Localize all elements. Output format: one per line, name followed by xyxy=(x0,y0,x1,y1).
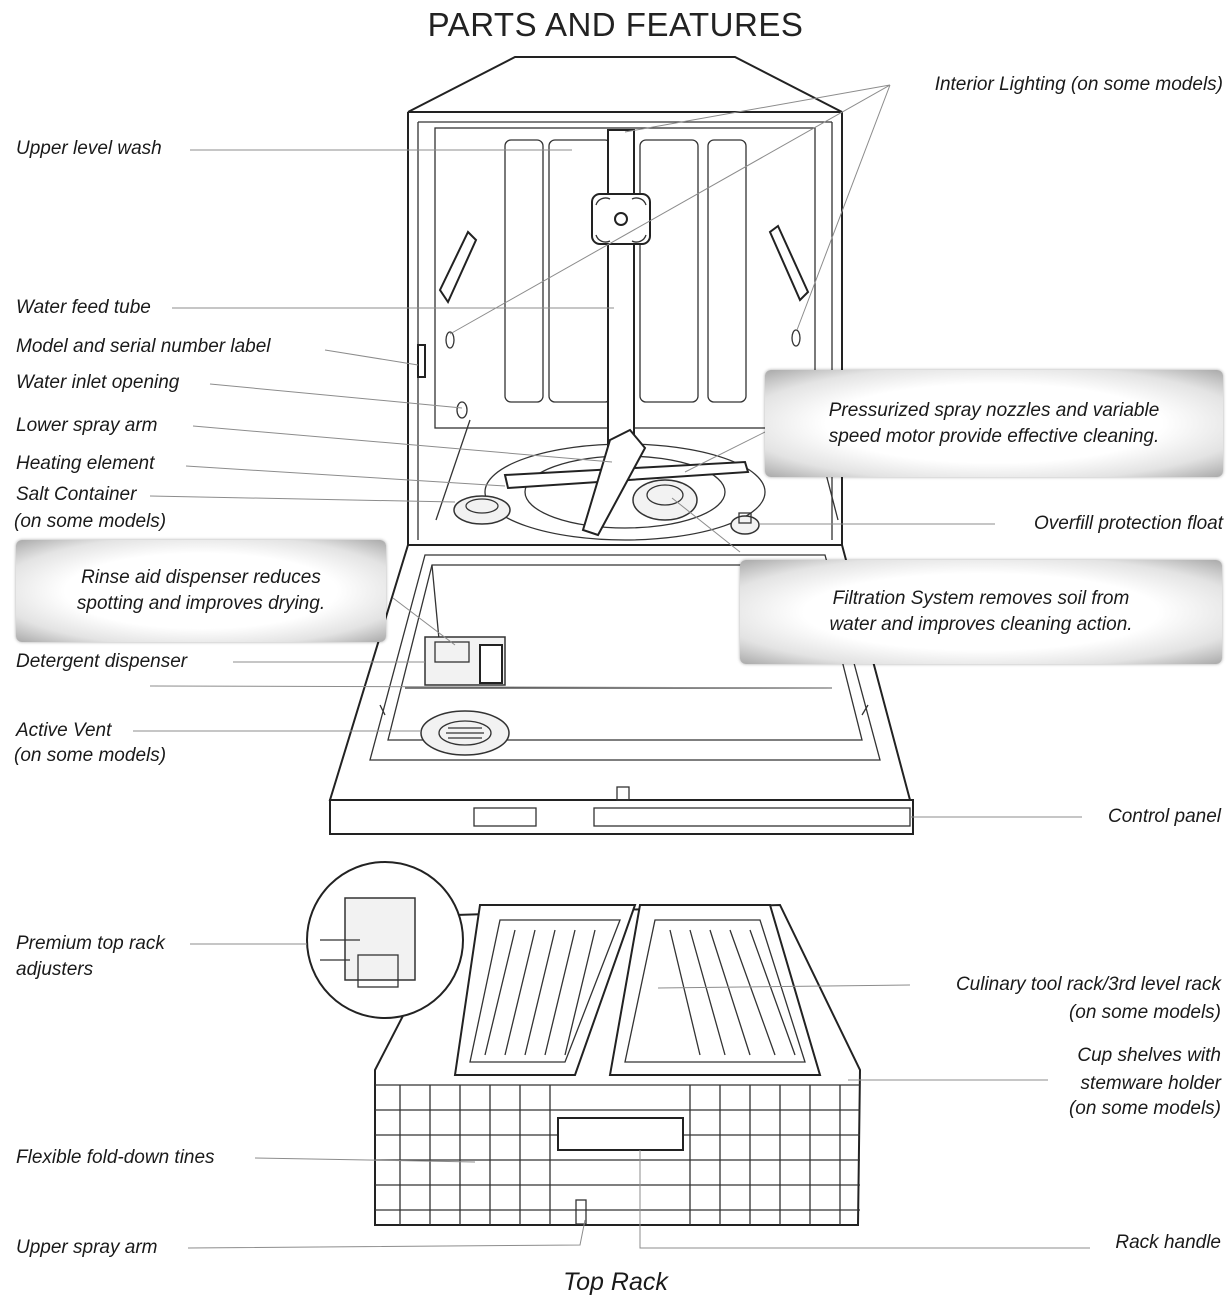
callout-spray-line-1: Pressurized spray nozzles and variable xyxy=(828,399,1160,421)
label-detergent-dispenser: Detergent dispenser xyxy=(16,651,188,672)
label-lower-spray-arm: Lower spray arm xyxy=(16,415,158,436)
label-cup-shelves-note: (on some models) xyxy=(1068,1098,1221,1119)
callout-rinse-aid: Rinse aid dispenser reduces spotting and… xyxy=(16,540,386,642)
label-water-feed-tube: Water feed tube xyxy=(16,297,151,318)
label-salt-container-note: (on some models) xyxy=(14,511,167,532)
label-heating-element: Heating element xyxy=(16,453,155,474)
callout-rinse-line-1: Rinse aid dispenser reduces xyxy=(81,567,321,588)
callout-spray-nozzles: Pressurized spray nozzles and variable s… xyxy=(765,370,1223,477)
callout-spray-line-2: speed motor provide effective cleaning. xyxy=(828,425,1160,447)
page-title: PARTS AND FEATURES xyxy=(427,6,804,43)
top-rack-title: Top Rack xyxy=(563,1268,668,1296)
label-salt-container: Salt Container xyxy=(16,484,137,505)
label-active-vent-note: (on some models) xyxy=(14,745,167,766)
leader-lines xyxy=(133,84,1090,1249)
callout-filter-line-1: Filtration System removes soil from xyxy=(832,588,1130,609)
label-culinary-tool-rack-note: (on some models) xyxy=(1068,1002,1221,1023)
label-water-inlet-opening: Water inlet opening xyxy=(16,372,180,393)
label-upper-spray-arm: Upper spray arm xyxy=(16,1237,158,1258)
label-interior-lighting: Interior Lighting (on some models) xyxy=(934,74,1223,95)
label-flexible-fold-down-tines: Flexible fold-down tines xyxy=(16,1147,215,1168)
callout-filter-line-2: water and improves cleaning action. xyxy=(829,614,1133,635)
label-upper-level-wash: Upper level wash xyxy=(16,138,162,159)
label-premium-top-rack-adjusters-2: adjusters xyxy=(16,959,94,980)
callout-filtration-system: Filtration System removes soil from wate… xyxy=(740,560,1222,664)
label-premium-top-rack-adjusters: Premium top rack xyxy=(16,933,165,954)
label-model-serial-number: Model and serial number label xyxy=(16,336,271,357)
callout-rinse-line-2: spotting and improves drying. xyxy=(76,593,326,614)
label-overfill-protection-float: Overfill protection float xyxy=(1033,513,1223,534)
label-cup-shelves-2: stemware holder xyxy=(1080,1073,1221,1094)
label-cup-shelves: Cup shelves with xyxy=(1077,1045,1221,1066)
top-rack-illustration xyxy=(306,861,862,1226)
dishwasher-tub-illustration xyxy=(407,56,843,545)
label-control-panel: Control panel xyxy=(1107,806,1221,827)
label-rack-handle: Rack handle xyxy=(1115,1232,1221,1253)
label-active-vent: Active Vent xyxy=(16,720,112,741)
label-culinary-tool-rack: Culinary tool rack/3rd level rack xyxy=(955,974,1221,995)
